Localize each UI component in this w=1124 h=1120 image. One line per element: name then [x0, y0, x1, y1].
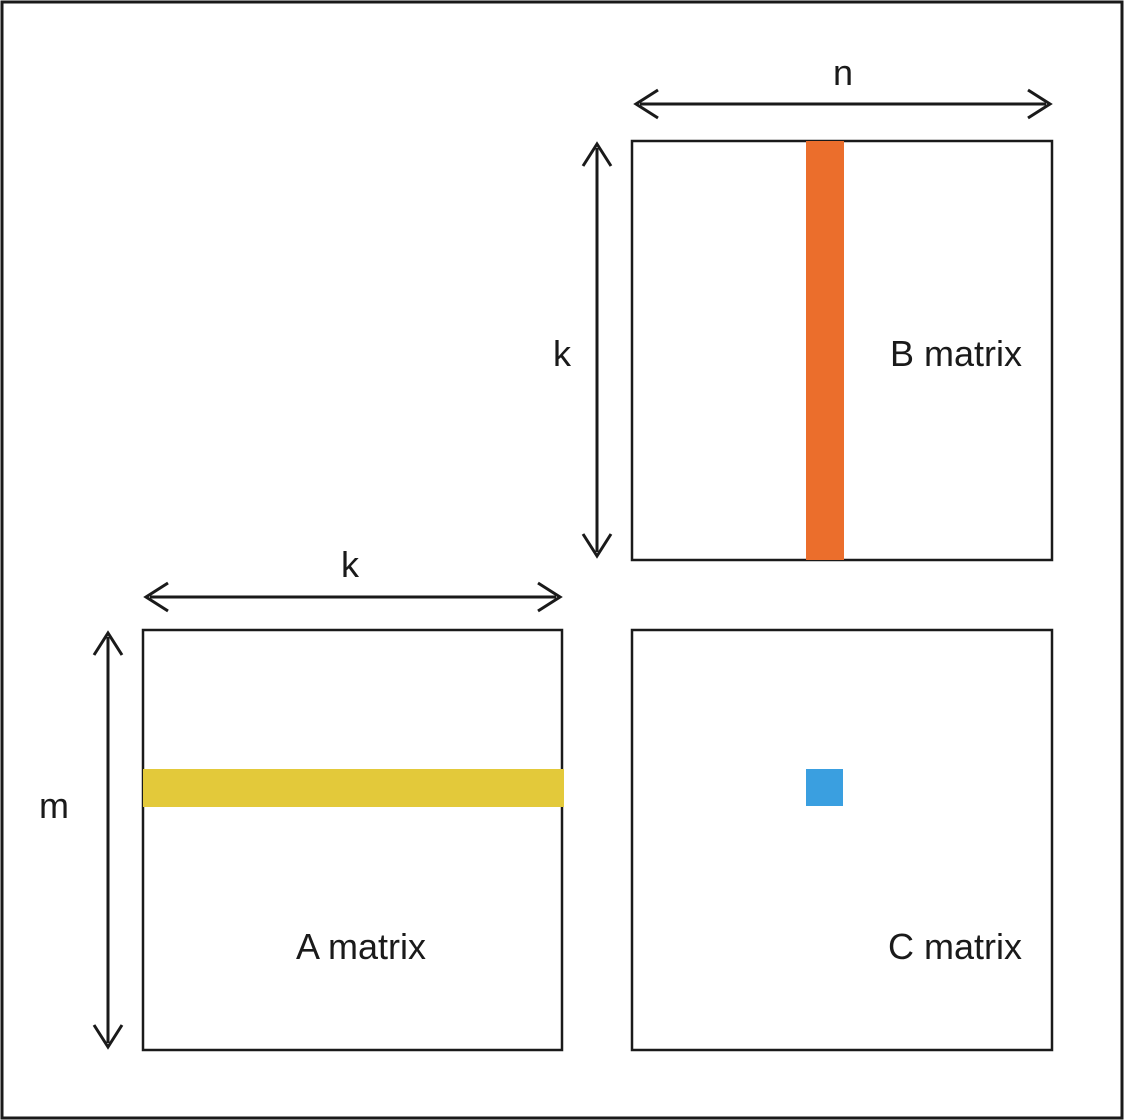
k-vertical-dimension-arrow — [581, 141, 613, 559]
b-matrix: B matrix — [630, 139, 1054, 562]
k-vertical-label: k — [553, 333, 572, 374]
a-matrix-box — [141, 628, 564, 1052]
c-matrix: C matrix — [630, 628, 1054, 1052]
k-horizontal-dimension-arrow — [143, 581, 563, 613]
m-dimension-arrow — [92, 630, 124, 1050]
n-label: n — [833, 52, 853, 93]
a-row-highlight — [143, 769, 564, 807]
b-matrix-label: B matrix — [890, 333, 1022, 374]
k-horizontal-label: k — [341, 544, 360, 585]
c-matrix-box — [630, 628, 1054, 1052]
a-matrix-label: A matrix — [296, 926, 426, 967]
a-matrix: A matrix — [141, 628, 564, 1052]
c-matrix-label: C matrix — [888, 926, 1022, 967]
m-label: m — [39, 785, 69, 826]
c-cell-highlight — [806, 769, 843, 806]
n-dimension-arrow — [633, 88, 1053, 120]
b-column-highlight — [806, 141, 844, 560]
